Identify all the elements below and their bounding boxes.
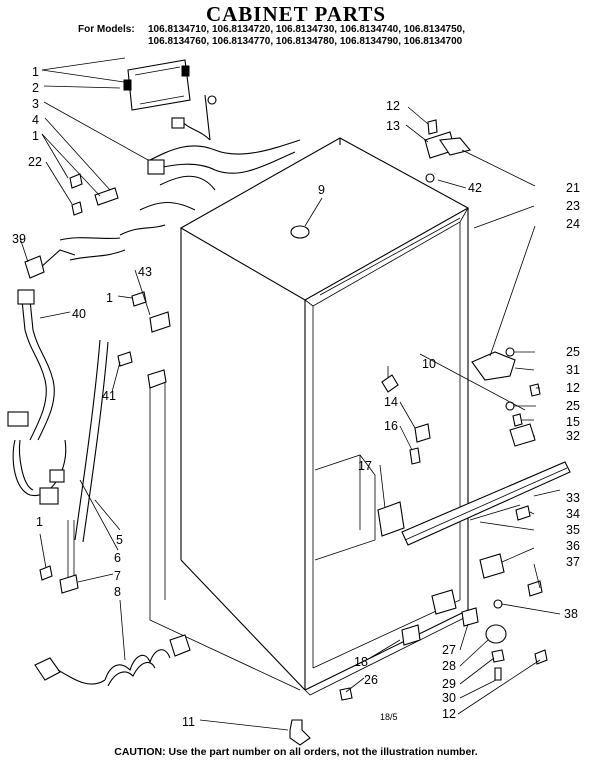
callout-27: 27 bbox=[442, 643, 456, 657]
callout-7: 7 bbox=[114, 569, 121, 583]
page-title: CABINET PARTS bbox=[205, 2, 387, 26]
models-line-1: For Models: 106.8134710, 106.8134720, 106… bbox=[78, 24, 578, 36]
trim-outline bbox=[149, 380, 301, 691]
callout-5: 5 bbox=[116, 533, 123, 547]
drawing-code: 18/5 bbox=[380, 712, 398, 722]
callout-38: 38 bbox=[564, 607, 578, 621]
callout-32: 32 bbox=[566, 429, 580, 443]
callout-41: 41 bbox=[102, 389, 116, 403]
small-parts bbox=[39, 119, 571, 746]
callout-17: 17 bbox=[358, 459, 372, 473]
part-3-harness bbox=[119, 94, 301, 236]
callout-11: 11 bbox=[182, 715, 195, 729]
callout-16: 16 bbox=[384, 419, 398, 433]
callout-8: 8 bbox=[114, 585, 121, 599]
callout-1: 1 bbox=[106, 291, 113, 305]
callout-28: 28 bbox=[442, 659, 456, 673]
part-40-harness bbox=[7, 237, 126, 505]
callout-34: 34 bbox=[566, 507, 580, 521]
callout-26: 26 bbox=[364, 673, 378, 687]
part-8-cord bbox=[34, 634, 191, 687]
callout-39: 39 bbox=[12, 232, 26, 246]
callout-18: 18 bbox=[354, 655, 368, 669]
callout-37: 37 bbox=[566, 555, 580, 569]
models-list-1: 106.8134710, 106.8134720, 106.8134730, 1… bbox=[148, 24, 465, 35]
callout-1: 1 bbox=[36, 515, 43, 529]
callout-2: 2 bbox=[32, 81, 39, 95]
callout-12: 12 bbox=[566, 381, 580, 395]
callout-33: 33 bbox=[566, 491, 580, 505]
callout-15: 15 bbox=[566, 415, 580, 429]
callout-3: 3 bbox=[32, 97, 39, 111]
models-line-2: 106.8134760, 106.8134770, 106.8134780, 1… bbox=[78, 36, 578, 48]
leader-lines bbox=[19, 57, 561, 731]
callout-30: 30 bbox=[442, 691, 456, 705]
callout-24: 24 bbox=[566, 217, 580, 231]
callout-31: 31 bbox=[566, 363, 580, 377]
caution-note: CAUTION: Use the part number on all orde… bbox=[114, 746, 478, 758]
callout-9: 9 bbox=[318, 183, 325, 197]
models-list-2: 106.8134760, 106.8134770, 106.8134780, 1… bbox=[148, 36, 463, 47]
models-lead: For Models: bbox=[78, 24, 135, 35]
callout-21: 21 bbox=[566, 181, 580, 195]
callout-23: 23 bbox=[566, 199, 580, 213]
callout-22: 22 bbox=[28, 155, 42, 169]
cabinet-body bbox=[179, 137, 471, 696]
callout-29: 29 bbox=[442, 677, 456, 691]
callout-25: 25 bbox=[566, 345, 580, 359]
callout-35: 35 bbox=[566, 523, 580, 537]
callout-numbers: 1 2 3 4 1 22 39 43 1 40 41 5 6 1 7 8 11 … bbox=[12, 65, 580, 729]
callout-14: 14 bbox=[384, 395, 398, 409]
callout-40: 40 bbox=[72, 307, 86, 321]
callout-43: 43 bbox=[138, 265, 152, 279]
callout-6: 6 bbox=[114, 551, 121, 565]
callout-1: 1 bbox=[32, 129, 39, 143]
callout-10: 10 bbox=[422, 357, 436, 371]
callout-13: 13 bbox=[386, 119, 400, 133]
callout-4: 4 bbox=[32, 113, 39, 127]
part-2-bracket bbox=[123, 59, 191, 111]
callout-25: 25 bbox=[566, 399, 580, 413]
callout-1: 1 bbox=[32, 65, 39, 79]
callout-36: 36 bbox=[566, 539, 580, 553]
part-6-tube bbox=[67, 339, 109, 580]
callout-12: 12 bbox=[442, 707, 456, 721]
callout-42: 42 bbox=[468, 181, 482, 195]
callout-12: 12 bbox=[386, 99, 400, 113]
